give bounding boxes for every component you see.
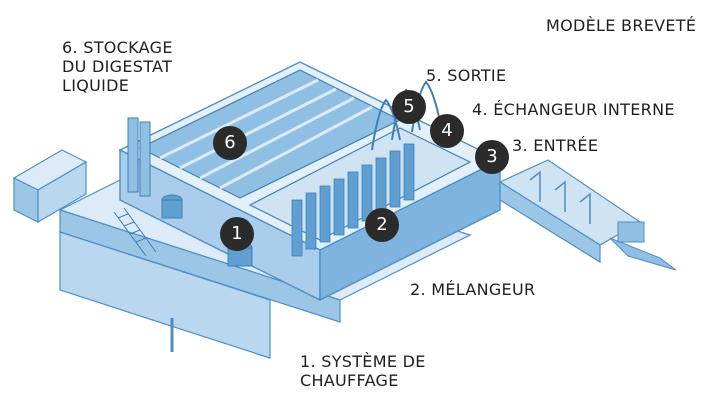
label-digestate-storage: 6. STOCKAGE DU DIGESTAT LIQUIDE (62, 38, 173, 95)
marker-3: 3 (475, 140, 509, 174)
marker-4: 4 (430, 114, 464, 148)
label-heating-system: 1. SYSTÈME DE CHAUFFAGE (300, 352, 426, 390)
marker-6: 6 (213, 126, 247, 160)
label-mixer: 2. MÉLANGEUR (410, 280, 536, 299)
marker-5: 5 (392, 90, 426, 124)
marker-1: 1 (220, 217, 254, 251)
label-outlet: 5. SORTIE (426, 66, 507, 85)
marker-2: 2 (365, 208, 399, 242)
label-inlet: 3. ENTRÉE (512, 136, 599, 155)
patent-note: MODÈLE BREVETÉ (546, 16, 697, 35)
label-internal-exchanger: 4. ÉCHANGEUR INTERNE (472, 100, 675, 119)
